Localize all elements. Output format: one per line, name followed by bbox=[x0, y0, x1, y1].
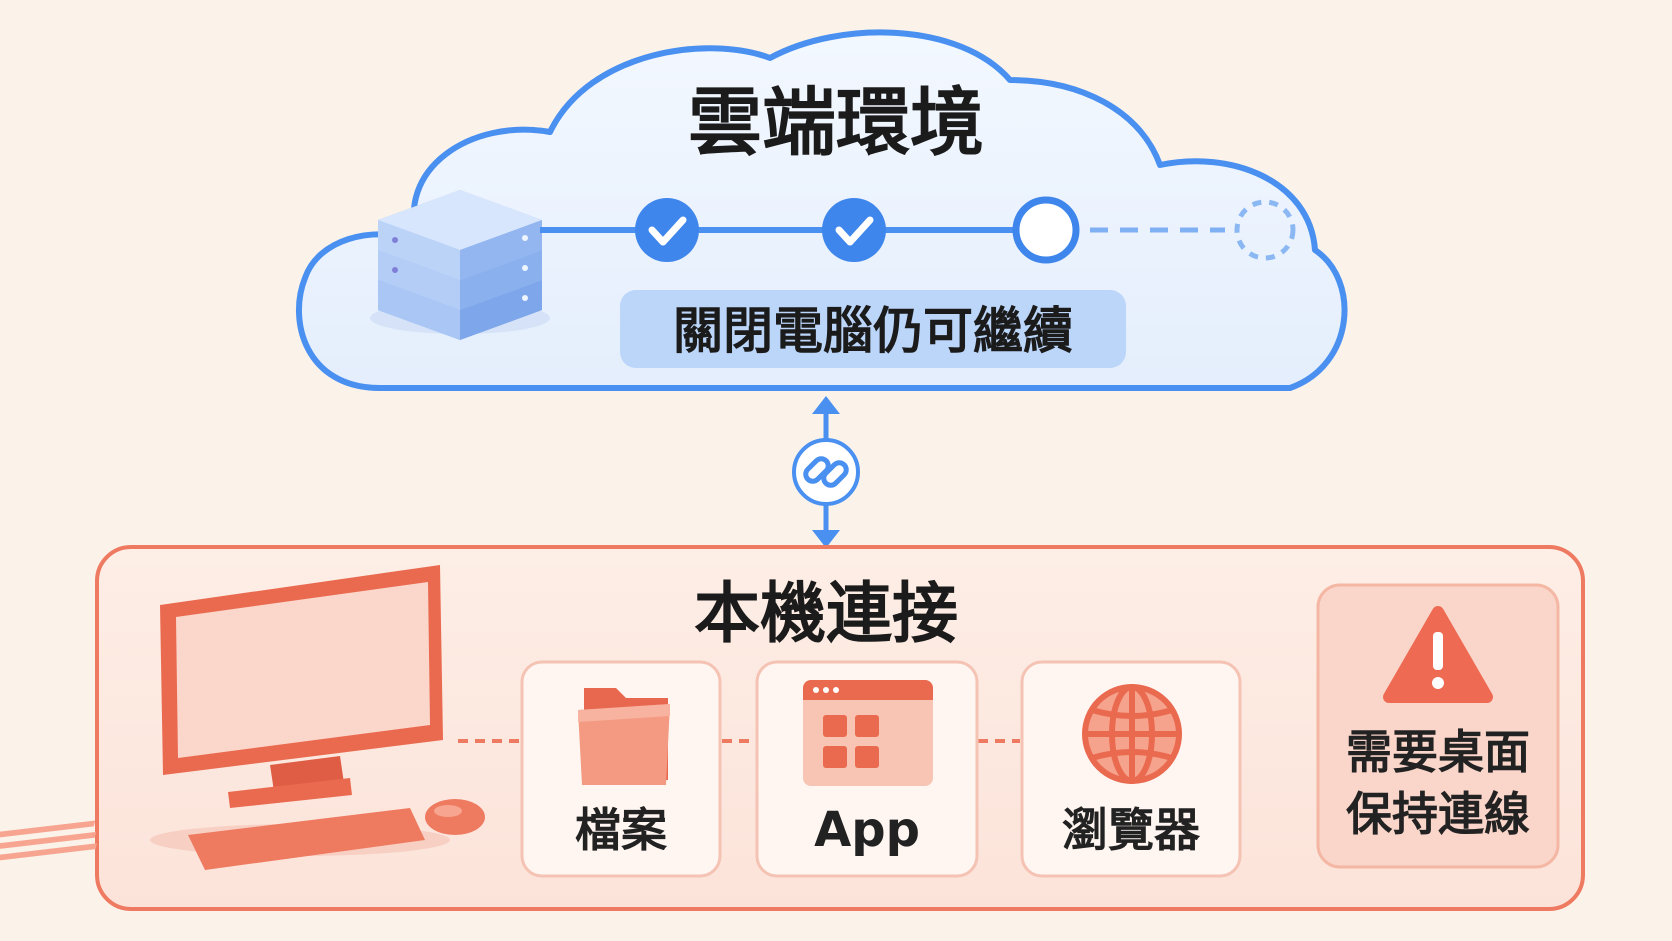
progress-step-3 bbox=[1012, 196, 1080, 264]
cloud-caption-badge: 關閉電腦仍可繼續 bbox=[620, 290, 1126, 368]
warning-line-2: 保持連線 bbox=[1346, 787, 1530, 841]
browser-label: 瀏覽器 bbox=[1062, 803, 1201, 857]
local-title: 本機連接 bbox=[694, 575, 958, 652]
warning-line-1: 需要桌面 bbox=[1346, 725, 1530, 779]
cloud-section: 雲端環境 bbox=[295, 29, 1348, 391]
check-icon bbox=[835, 216, 874, 246]
app-window-icon bbox=[803, 680, 933, 786]
progress-step-2 bbox=[822, 198, 886, 262]
local-section: 本機連接 bbox=[0, 545, 1585, 911]
folder-icon bbox=[578, 688, 670, 785]
bidirectional-connector bbox=[792, 396, 860, 548]
check-icon bbox=[648, 216, 687, 246]
warning-card: 需要桌面 保持連線 bbox=[1316, 583, 1560, 869]
progress-step-4 bbox=[1234, 199, 1296, 261]
server-stack-icon bbox=[370, 190, 550, 340]
desktop-computer-icon bbox=[0, 565, 485, 872]
progress-step-1 bbox=[635, 198, 699, 262]
app-label: App bbox=[814, 802, 920, 858]
browser-card: 瀏覽器 bbox=[1020, 660, 1242, 878]
files-card: 檔案 bbox=[520, 660, 722, 878]
app-card: App bbox=[755, 660, 979, 878]
globe-icon bbox=[1082, 684, 1182, 784]
link-icon bbox=[803, 456, 849, 488]
warning-icon bbox=[1383, 606, 1493, 703]
cloud-title: 雲端環境 bbox=[688, 80, 984, 166]
files-label: 檔案 bbox=[575, 803, 668, 857]
cloud-caption: 關閉電腦仍可繼續 bbox=[673, 302, 1073, 360]
